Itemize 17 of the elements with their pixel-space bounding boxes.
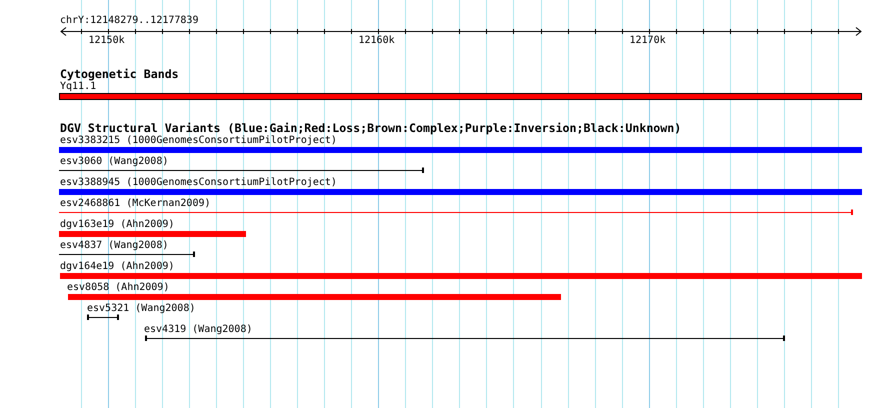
tick-label: 12150k [88,35,125,47]
track-title: DGV Structural Variants (Blue:Gain;Red:Loss;Brown:Complex;Purple:Inversion;Black:Unknown) [60,122,682,134]
tick-label: 12170k [630,35,666,47]
variant-label: esv2468861 (McKernan2009) [60,198,211,210]
band-label: Yq11.1 [60,81,96,93]
tick-label: 12160k [358,35,395,47]
variant-label: esv4319 (Wang2008) [144,324,252,336]
variant-label: dgv163e19 (Ahn2009) [60,218,174,230]
variant-label: esv3388945 (1000GenomesConsortiumPilotProject) [60,176,337,188]
variant-label: dgv164e19 (Ahn2009) [60,260,174,272]
variant-label: esv5321 (Wang2008) [87,302,196,314]
variant-label: esv3383215 (1000GenomesConsortiumPilotProject) [60,134,337,146]
variant-label: esv4837 (Wang2008) [60,240,168,252]
variant-label: esv3060 (Wang2008) [60,156,168,168]
variant-label: esv8058 (Ahn2009) [67,282,170,294]
coordinate-label: chrY:12148279..12177839 [60,15,198,27]
track-title: Cytogenetic Bands [60,68,179,80]
